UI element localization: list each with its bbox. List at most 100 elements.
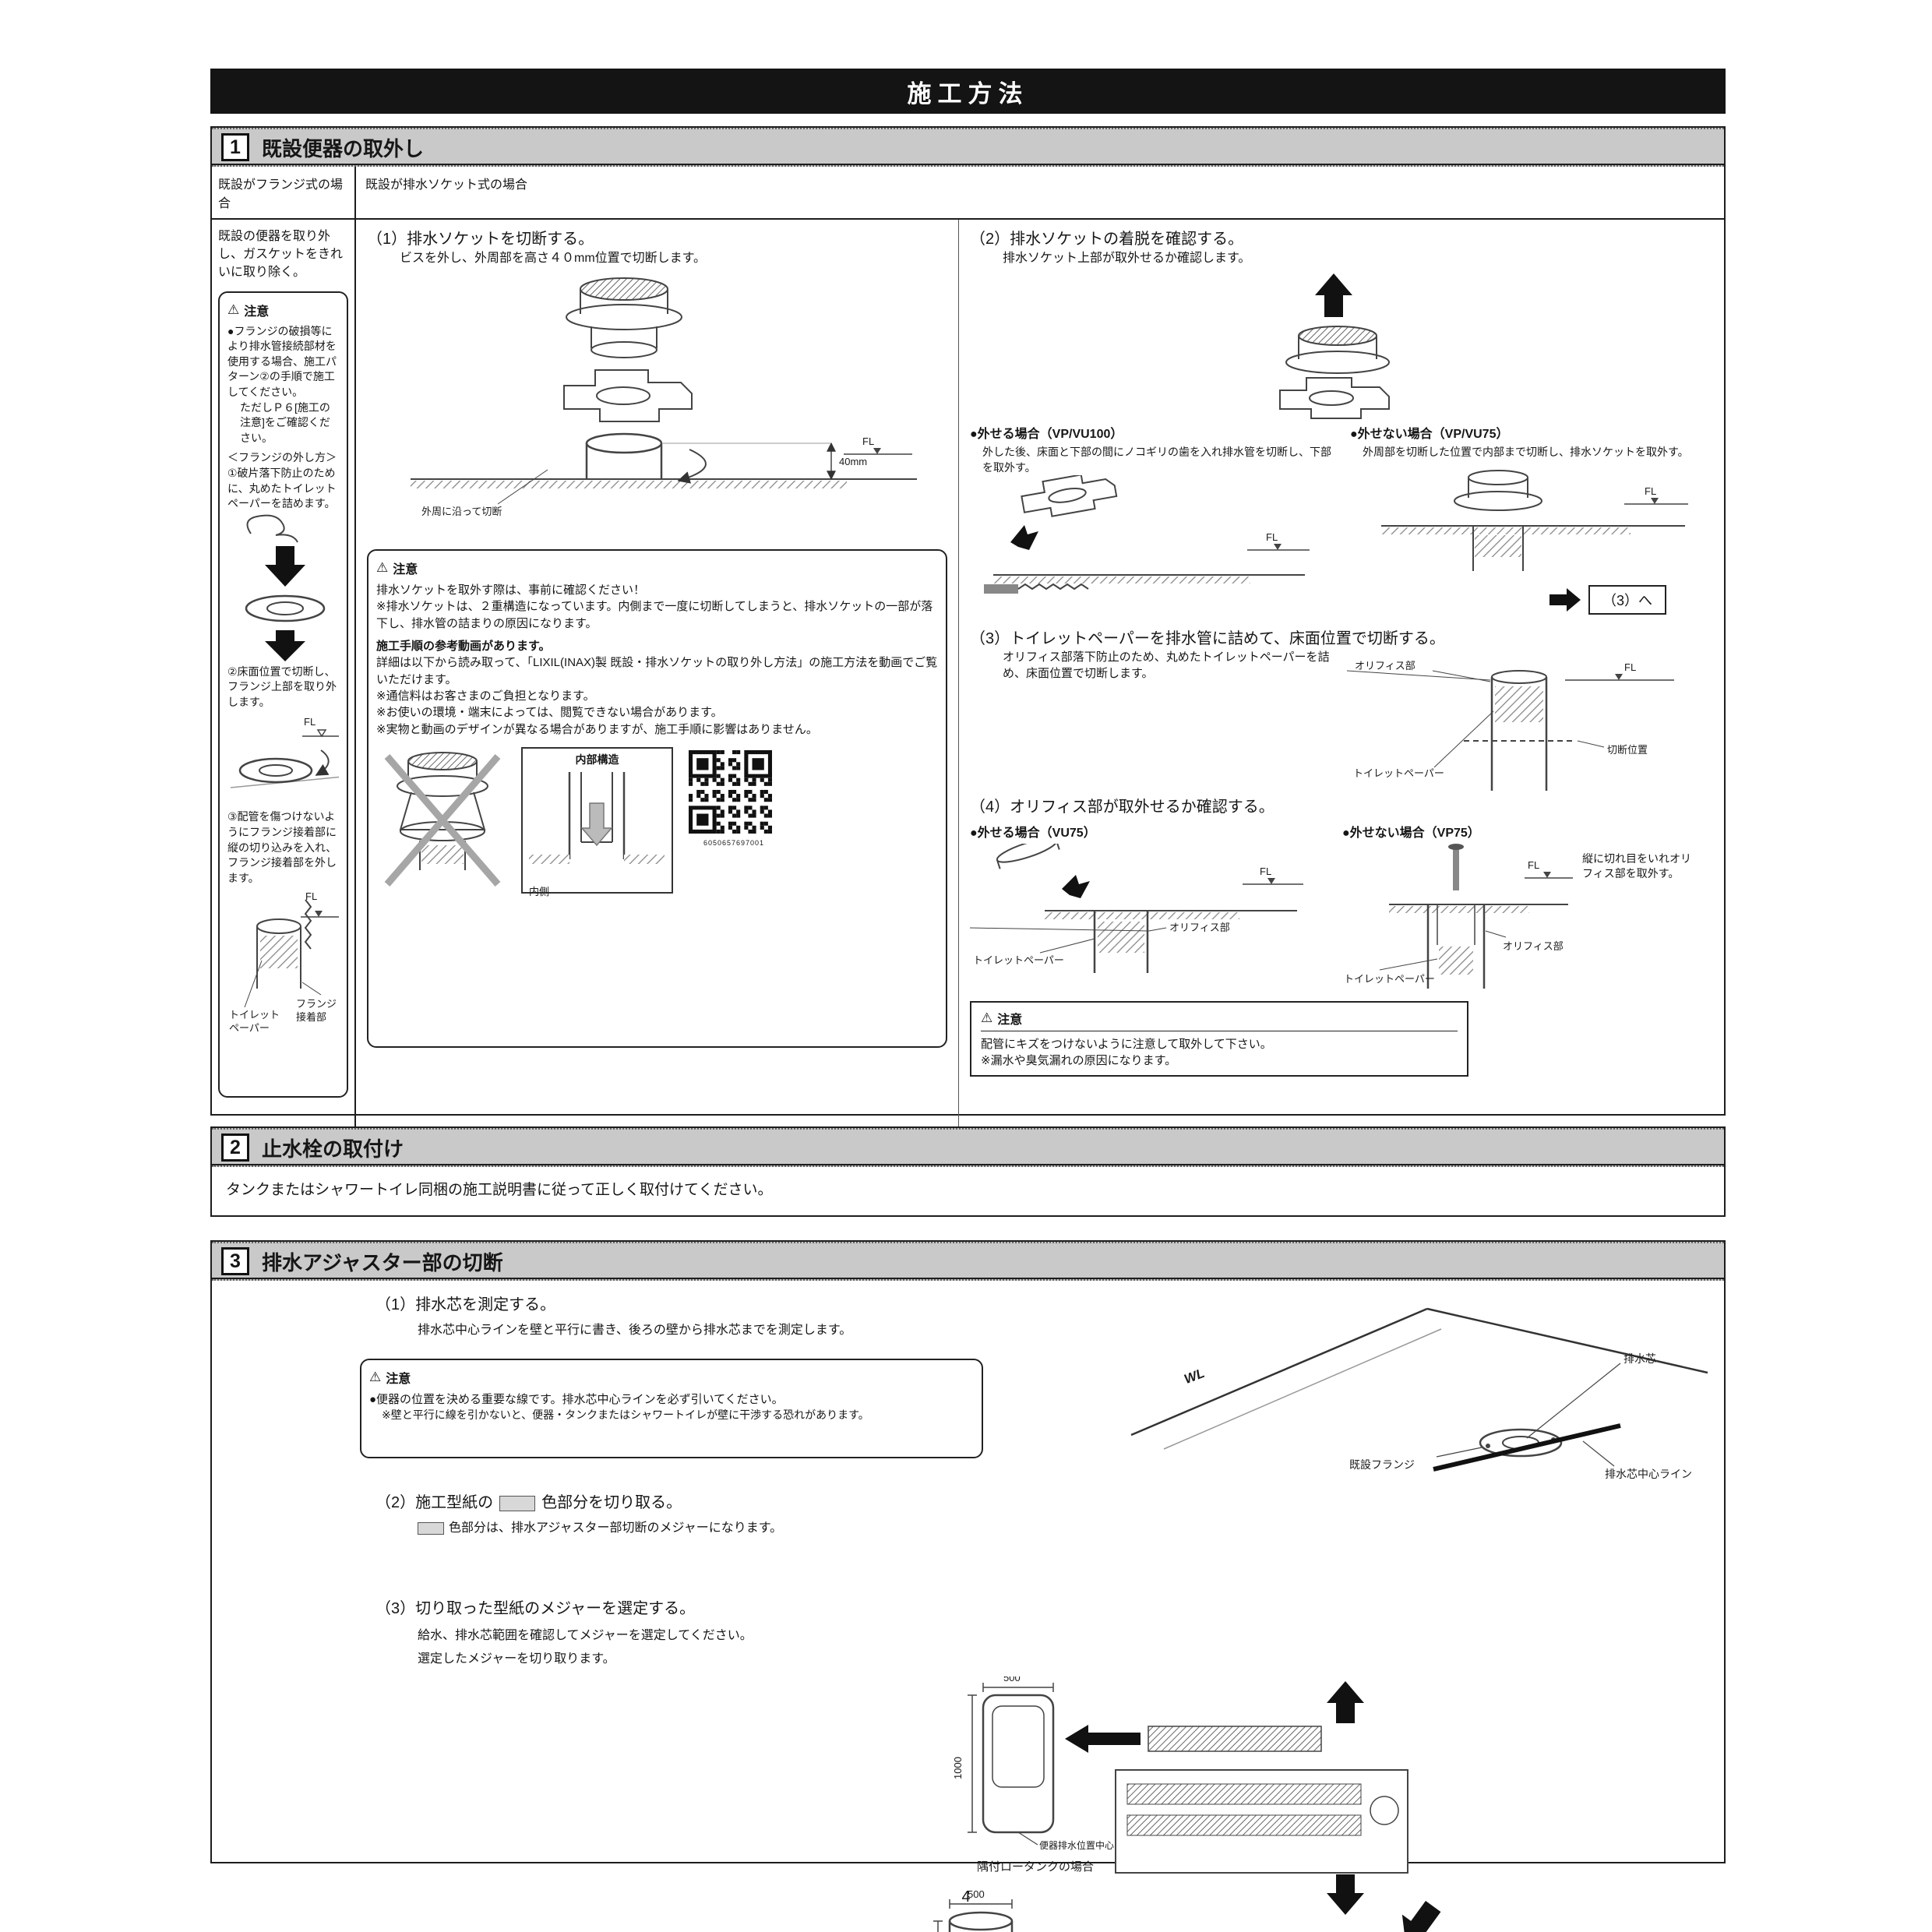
case-removable-desc: 外した後、床面と下部の間にノコギリの歯を入れ排水管を切断し、下部を取外す。 bbox=[982, 446, 1331, 474]
flange-step1-text: ①破片落下防止のために、丸めたトイレットペーパーを詰めます。 bbox=[227, 466, 337, 510]
case-orifice-not-removable-row: FL オリフィス部 トイレットペーパー 縦に切れ目をいれオリフィス部を取外す。 bbox=[1342, 843, 1713, 996]
drain-center-label: 排水芯 bbox=[1624, 1352, 1656, 1365]
flange-intro: 既設の便器を取り外し、ガスケットをきれいに取り除く。 bbox=[218, 230, 344, 280]
step2-title: （2）排水ソケットの着脱を確認する。 bbox=[970, 231, 1244, 248]
dim-500-label: 500 bbox=[968, 1888, 985, 1900]
step1-desc: ビスを外し、外周部を高さ４０mm位置で切断します。 bbox=[400, 252, 707, 265]
socket-check-column: （2）排水ソケットの着脱を確認する。 排水ソケット上部が取外せるか確認します。 bbox=[959, 220, 1724, 1134]
flange-caution-p2: ただしＰ６[施工の注意]をご確認ください。 bbox=[240, 400, 330, 444]
drain-center-illustration bbox=[1130, 1307, 1708, 1472]
dim-40mm-label: 40mm bbox=[839, 456, 868, 468]
sec3-step3-desc1: 給水、排水芯範囲を確認してメジャーを選定してください。 bbox=[418, 1629, 753, 1642]
step4-cases: ●外せる場合（VU75） bbox=[970, 822, 1713, 996]
flange-caution-title: 注意 bbox=[244, 305, 270, 319]
video-caution-l2: ※排水ソケットは、２重構造になっています。内側まで一度に切断してしまうと、排水ソ… bbox=[376, 600, 933, 630]
flange-step2-illustration bbox=[230, 729, 339, 789]
section-1-number-badge: 1 bbox=[221, 133, 249, 161]
existing-flange-label: 既設フランジ bbox=[1349, 1458, 1415, 1471]
case-orifice-not-removable-title: ●外せない場合（VP75） bbox=[1342, 826, 1480, 840]
flange-type-column: 既設の便器を取り外し、ガスケットをきれいに取り除く。 ⚠ 注意 ●フランジの破損… bbox=[212, 220, 356, 1134]
section-2-header: 2 止水栓の取付け bbox=[212, 1128, 1724, 1167]
goto-step3-box: （3）へ bbox=[1588, 584, 1666, 615]
fl-label: FL bbox=[305, 890, 318, 903]
sec3-caution-l2: ※壁と平行に線を引かないと、便器・タンクまたはシャワートイレが壁に干渉する恐れが… bbox=[382, 1408, 869, 1422]
orifice-label: オリフィス部 bbox=[1503, 940, 1564, 952]
section-3-title: 排水アジャスター部の切断 bbox=[262, 1250, 503, 1274]
crossed-out-socket-illustration bbox=[384, 751, 501, 887]
orifice-label: オリフィス部 bbox=[1169, 921, 1230, 933]
sec3-step2-title: （2）施工型紙の色部分を切り取る。 bbox=[375, 1490, 682, 1512]
video-caution-title: 注意 bbox=[393, 563, 418, 577]
section-1-column-headers: 既設がフランジ式の場合 既設が排水ソケット式の場合 bbox=[212, 167, 1724, 220]
case-not-removable-illustration bbox=[1381, 469, 1688, 571]
sec3-caution-l1: ●便器の位置を決める重要な線です。排水芯中心ラインを必ず引いてください。 bbox=[369, 1393, 784, 1406]
page-title-bar: 施工方法 bbox=[210, 69, 1726, 114]
case-not-removable-vp-vu75: ●外せない場合（VP/VU75） 外周部を切断した位置で内部まで切断し、排水ソケ… bbox=[1350, 423, 1713, 622]
flange-joint-label: フランジ接着部 bbox=[296, 998, 337, 1023]
flange-step3-illustration bbox=[244, 899, 339, 1008]
case-removable-diagram: FL bbox=[970, 475, 1336, 606]
template-measure-illustration bbox=[933, 1681, 1441, 1932]
socket-cut-column: （1）排水ソケットを切断する。 ビスを外し、外周部を高さ４０mm位置で切断します… bbox=[356, 220, 959, 1134]
sec3-step2-desc-text: 色部分は、排水アジャスター部切断のメジャーになります。 bbox=[449, 1521, 783, 1535]
section-3-header: 3 排水アジャスター部の切断 bbox=[212, 1242, 1724, 1281]
corner-tank-caption: 隅付ロータンクの場合 bbox=[977, 1860, 1095, 1874]
case-removable-vp-vu100: ●外せる場合（VP/VU100） 外した後、床面と下部の間にノコギリの歯を入れ排… bbox=[970, 423, 1336, 622]
warning-icon: ⚠ bbox=[376, 560, 389, 576]
case-orifice-removable-diagram: FL オリフィス部 トイレットペーパー bbox=[970, 843, 1328, 978]
section-1-remove-existing-toilet: 1 既設便器の取外し 既設がフランジ式の場合 既設が排水ソケット式の場合 既設の… bbox=[210, 126, 1726, 1134]
qr-code bbox=[686, 746, 775, 837]
drain-center-line-label: 排水芯中心ライン bbox=[1605, 1468, 1692, 1480]
warning-icon: ⚠ bbox=[981, 1010, 993, 1025]
sec3-step2-title-post: 色部分を切り取る。 bbox=[541, 1494, 682, 1511]
video-caution-l5: ※お使いの環境・端末によっては、閲覧できない場合があります。 bbox=[376, 706, 723, 720]
video-caution-l3: 詳細は以下から読み取って、「LIXIL(INAX)製 既設・排水ソケットの取り外… bbox=[376, 656, 938, 686]
goto-step3: （3）へ bbox=[1350, 584, 1666, 615]
section-1-content: 既設の便器を取り外し、ガスケットをきれいに取り除く。 ⚠ 注意 ●フランジの破損… bbox=[212, 220, 1724, 1134]
flange-caution-header: ⚠ 注意 bbox=[227, 301, 339, 319]
drain-center-diagram: WL 排水芯 既設フランジ 排水芯中心ライン bbox=[1116, 1289, 1723, 1485]
case-orifice-not-removable-illustration bbox=[1379, 843, 1573, 989]
pipe-caution-l2: ※漏水や臭気漏れの原因になります。 bbox=[981, 1054, 1177, 1068]
template-measure-diagram: 500 1000 便器排水位置中心 隅付ロータンクの場合 500 1000 便器… bbox=[905, 1676, 1723, 1932]
cut-along-perimeter-label: 外周に沿って切断 bbox=[421, 506, 502, 518]
step3-row: オリフィス部落下防止のため、丸めたトイレットペーパーを詰め、床面位置で切断します… bbox=[970, 649, 1713, 794]
case-not-removable-title: ●外せない場合（VP/VU75） bbox=[1350, 428, 1509, 442]
column-header-socket-type: 既設が排水ソケット式の場合 bbox=[365, 178, 528, 192]
qr-block: 6050657697001 bbox=[686, 746, 782, 847]
toilet-paper-label: トイレットペーパー bbox=[229, 1009, 280, 1034]
section-2-stop-valve: 2 止水栓の取付け タンクまたはシャワートイレ同梱の施工説明書に従って正しく取付… bbox=[210, 1126, 1726, 1217]
step3-diagram: オリフィス部 FL 切断位置 トイレットペーパー bbox=[1347, 649, 1690, 794]
bowl-drain-center-label: 便器排水位置中心 bbox=[1039, 1840, 1115, 1851]
sec3-caution-header: ⚠ 注意 bbox=[369, 1368, 974, 1387]
pipe-caution-box: ⚠ 注意 配管にキズをつけないように注意して取外して下さい。 ※漏水や臭気漏れの… bbox=[970, 1000, 1468, 1077]
fl-label: FL bbox=[1645, 485, 1657, 497]
case-orifice-not-removable-vp75: ●外せない場合（VP75） bbox=[1342, 822, 1713, 996]
flange-step1-diagram bbox=[227, 512, 339, 665]
dim-1000-label: 1000 bbox=[952, 1757, 964, 1779]
video-caution-bold: 施工手順の参考動画があります。 bbox=[376, 640, 551, 654]
fl-label: FL bbox=[862, 435, 875, 448]
flange-step2-diagram: FL bbox=[227, 710, 339, 809]
warning-icon: ⚠ bbox=[227, 301, 240, 317]
flange-step3-diagram: FL フランジ接着部 トイレットペーパー bbox=[227, 886, 339, 1049]
case-orifice-removable-illustration bbox=[970, 843, 1303, 973]
video-caution-l4: ※通信料はお客さまのご負担となります。 bbox=[376, 689, 595, 703]
case-not-removable-diagram: FL bbox=[1350, 460, 1713, 577]
pipe-caution-l1: 配管にキズをつけないように注意して取外して下さい。 bbox=[981, 1037, 1272, 1051]
case-orifice-removable-title: ●外せる場合（VU75） bbox=[970, 826, 1096, 840]
step3-title: （3）トイレットペーパーを排水管に詰めて、床面位置で切断する。 bbox=[970, 629, 1445, 647]
flange-howto-title: ＜フランジの外し方＞ bbox=[227, 451, 337, 464]
fl-label: FL bbox=[1624, 661, 1637, 673]
toilet-paper-label: トイレットペーパー bbox=[1344, 972, 1435, 985]
step3-illustration bbox=[1347, 669, 1674, 791]
sec3-step3-desc2: 選定したメジャーを切り取ります。 bbox=[418, 1652, 615, 1666]
fl-label: FL bbox=[304, 716, 316, 728]
step3-desc: オリフィス部落下防止のため、丸めたトイレットペーパーを詰め、床面位置で切断します… bbox=[1003, 650, 1330, 681]
video-caution-box: ⚠ 注意 排水ソケットを取外す際は、事前に確認ください！ ※排水ソケットは、２重… bbox=[367, 549, 947, 1049]
qr-code-number: 6050657697001 bbox=[703, 838, 765, 847]
step2-desc: 排水ソケット上部が取外せるか確認します。 bbox=[1003, 252, 1251, 265]
cut-position-label: 切断位置 bbox=[1607, 743, 1648, 756]
case-orifice-not-removable-diagram: FL オリフィス部 トイレットペーパー bbox=[1342, 843, 1576, 996]
inner-structure-illustration bbox=[529, 771, 665, 864]
